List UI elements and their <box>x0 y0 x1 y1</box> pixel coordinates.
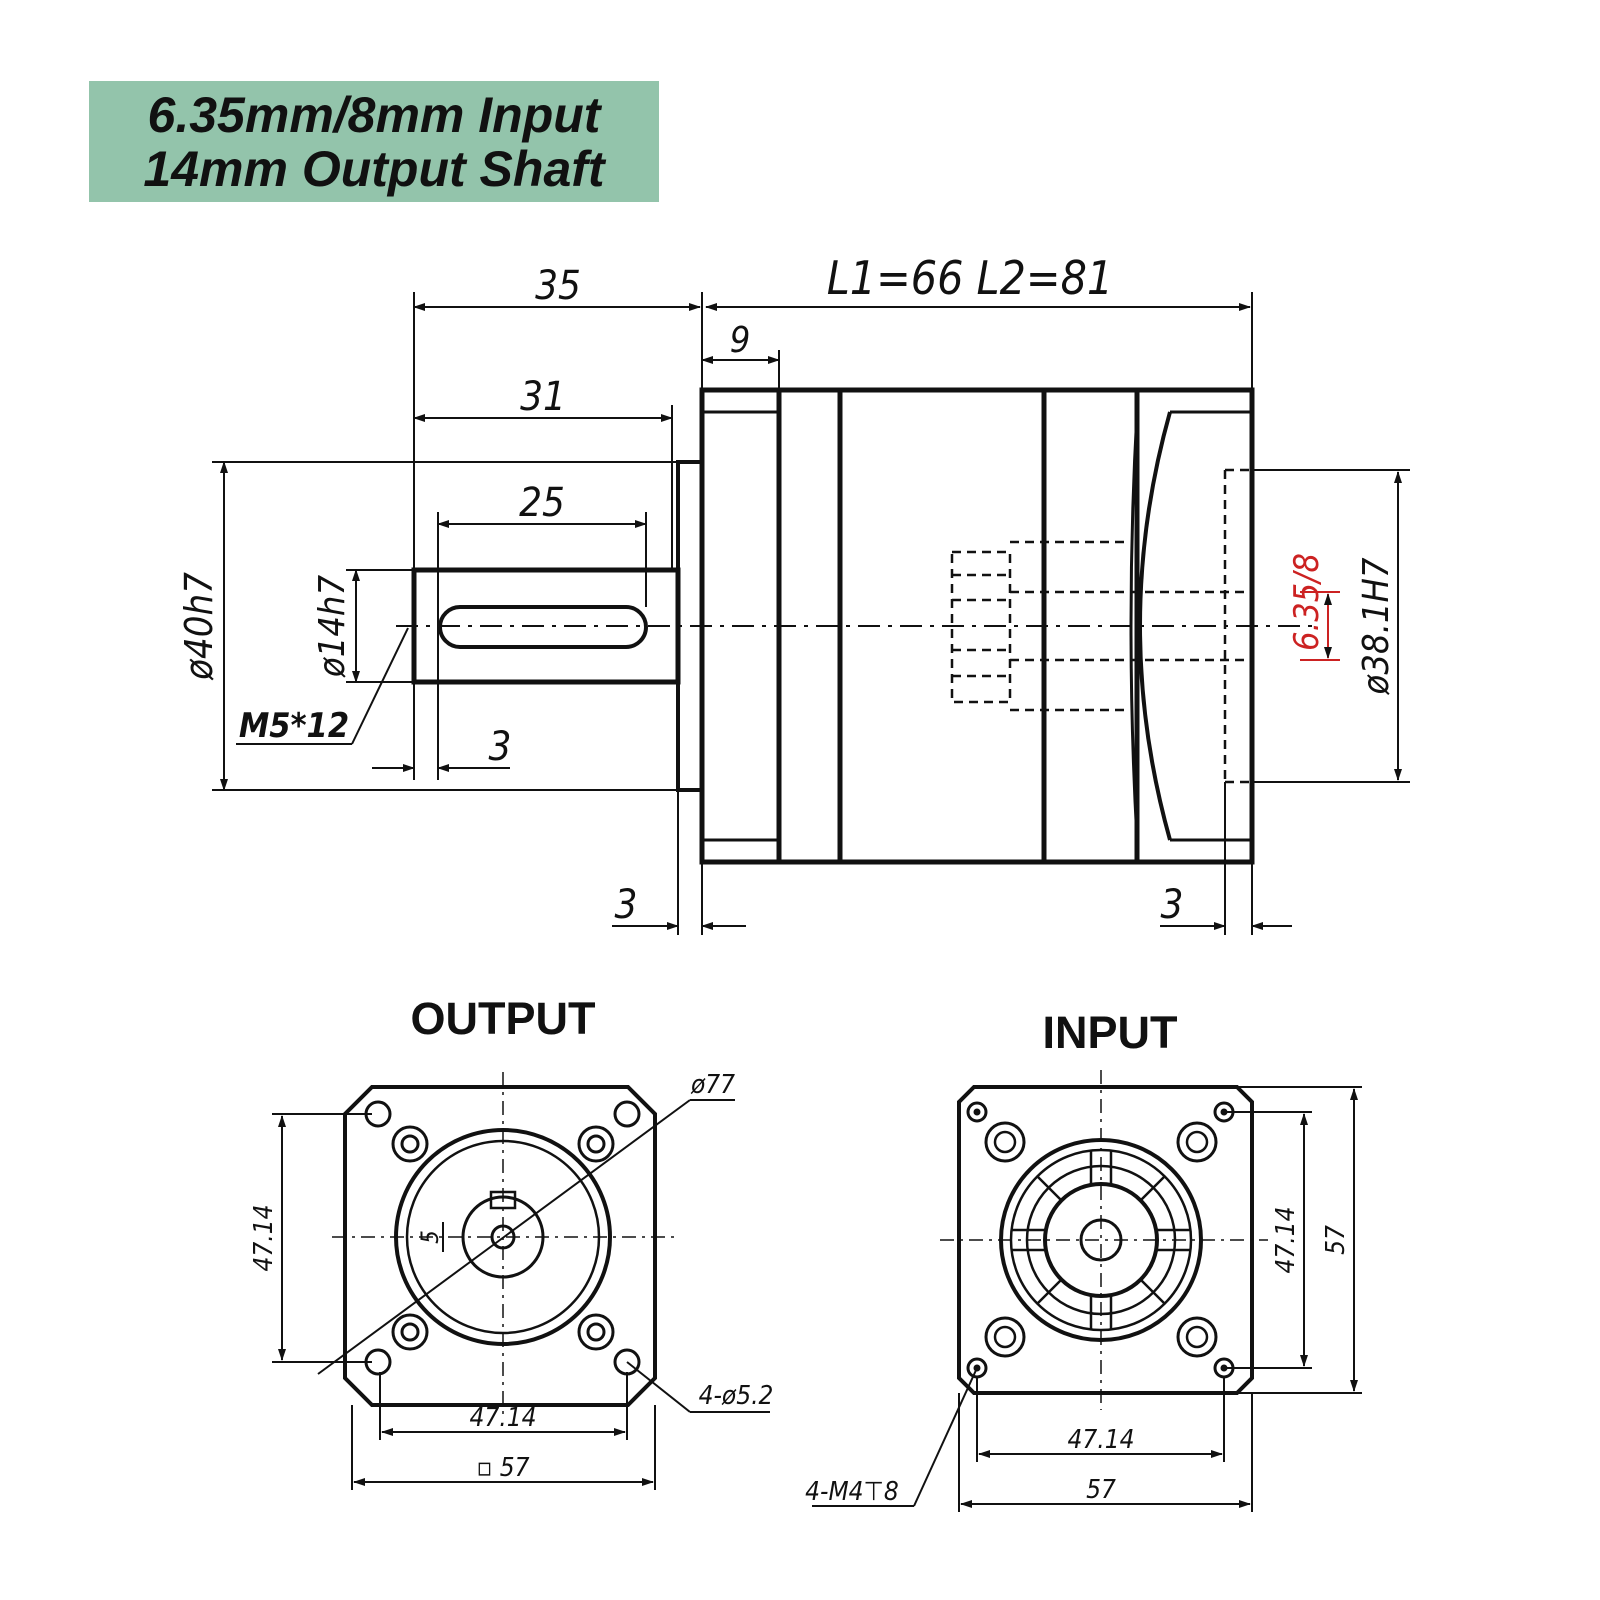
dim-31-label: 31 <box>520 374 566 420</box>
dim-3-front-label: 3 <box>615 882 638 928</box>
dim-25-label: 25 <box>519 480 565 526</box>
banner-line-1: 6.35mm/8mm Input <box>147 86 601 143</box>
output-shaft-circle <box>461 1195 545 1279</box>
output-square-57-label: ▫ 57 <box>476 1453 529 1483</box>
hidden-coupling <box>950 468 1252 784</box>
input-horiz-57-label: 57 <box>1086 1475 1116 1505</box>
dim-35-label: 35 <box>535 263 581 309</box>
dim-3-rear-label: 3 <box>1161 882 1184 928</box>
output-view: OUTPUT <box>249 993 773 1490</box>
input-threads-label: 4-M4⊤8 <box>805 1477 899 1507</box>
side-dimensions <box>212 292 1410 935</box>
output-pcd-label: ø77 <box>690 1070 735 1100</box>
dim-3-shaft-label: 3 <box>489 724 512 770</box>
banner-line-2: 14mm Output Shaft <box>143 140 605 197</box>
output-key <box>489 1190 517 1210</box>
input-ribs <box>1011 1150 1191 1330</box>
title-banner: 6.35mm/8mm Input 14mm Output Shaft <box>89 81 659 202</box>
dim-dia-40-label: ø40h7 <box>177 572 221 681</box>
input-bore-circle <box>1043 1182 1159 1298</box>
input-vert-47-label: 47.14 <box>1271 1207 1301 1274</box>
thread-label: M5*12 <box>239 706 349 746</box>
output-pilot-circle <box>394 1128 612 1346</box>
output-view-title: OUTPUT <box>411 993 596 1044</box>
input-mounting-holes <box>966 1101 1235 1379</box>
input-bore-label: 6.35/8 <box>1287 553 1327 651</box>
output-horiz-47-label: 47.14 <box>470 1403 537 1433</box>
dim-9-label: 9 <box>730 320 751 361</box>
output-key-label: 5 <box>416 1230 444 1244</box>
dim-dia-14-label: ø14h7 <box>312 575 353 679</box>
input-pilot-circle <box>999 1138 1203 1342</box>
input-vert-57-label: 57 <box>1321 1225 1351 1255</box>
output-holes-label: 4-ø5.2 <box>699 1381 774 1411</box>
input-horiz-47-label: 47.14 <box>1068 1425 1135 1455</box>
dim-dia-38-label: ø38.1H7 <box>1356 557 1397 695</box>
input-view-title: INPUT <box>1043 1007 1178 1058</box>
input-view: INPUT <box>805 1007 1362 1512</box>
output-vert-47-label: 47.14 <box>249 1205 279 1272</box>
side-view: 35 L1=66 L2=81 9 31 25 ø40h7 ø14h7 M5*12… <box>177 251 1410 935</box>
dim-overall-length-label: L1=66 L2=81 <box>827 251 1114 305</box>
